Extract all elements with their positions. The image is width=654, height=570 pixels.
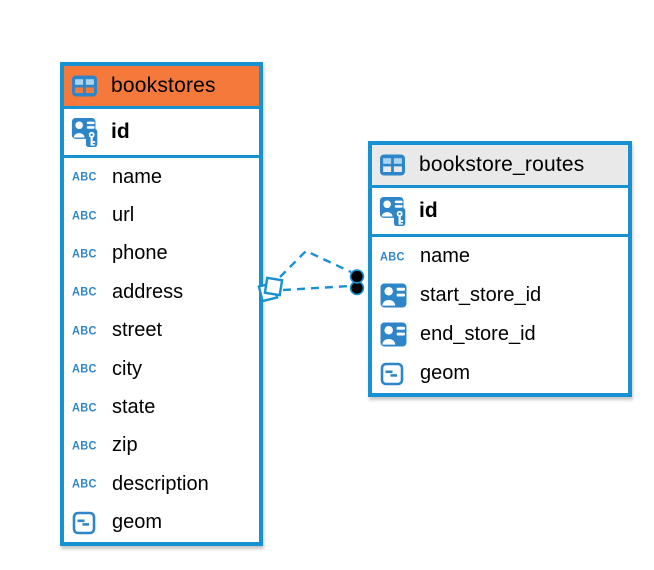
column-name: phone — [112, 242, 168, 265]
relationship-line-end-store[interactable] — [282, 284, 351, 292]
column-name: name — [112, 165, 163, 188]
relationship-diamond-marker-front[interactable] — [263, 276, 284, 297]
column-row-state[interactable]: ABC state — [64, 388, 259, 427]
column-row-description[interactable]: ABC description — [64, 465, 259, 504]
foreign-key-icon — [380, 283, 412, 308]
text-type-icon: ABC — [380, 249, 405, 264]
column-row-address[interactable]: ABC address — [64, 273, 259, 312]
column-name: street — [112, 319, 163, 342]
column-name: geom — [420, 362, 471, 384]
column-row-zip[interactable]: ABC zip — [64, 426, 259, 466]
text-type-icon: ABC — [72, 208, 97, 223]
column-name: address — [112, 280, 184, 303]
column-row-name[interactable]: ABC name — [372, 237, 628, 276]
text-type-icon: ABC — [72, 285, 97, 299]
column-row-city[interactable]: ABC city — [64, 349, 259, 389]
table-title: bookstore_routes — [419, 153, 585, 176]
column-row-start-store-id[interactable]: start_store_id — [372, 276, 628, 315]
column-name: description — [112, 472, 209, 495]
text-type-icon: ABC — [72, 324, 97, 338]
text-type-icon: ABC — [72, 247, 97, 261]
column-row-name[interactable]: ABC name — [64, 158, 259, 197]
column-name: geom — [112, 511, 163, 534]
table-bookstores[interactable]: bookstores id ABC name ABC url ABC phone… — [60, 62, 263, 546]
column-name: start_store_id — [420, 284, 542, 306]
column-name: name — [420, 245, 471, 267]
column-name: url — [112, 204, 135, 227]
table-bookstore-routes-header[interactable]: bookstore_routes — [372, 145, 628, 188]
column-row-id[interactable]: id — [64, 109, 259, 158]
column-name: city — [112, 357, 142, 380]
table-title: bookstores — [111, 74, 216, 97]
column-row-id[interactable]: id — [372, 188, 628, 237]
text-type-icon: ABC — [72, 362, 97, 376]
relationship-line-start-store[interactable] — [279, 249, 352, 278]
column-row-phone[interactable]: ABC phone — [64, 234, 259, 274]
relationship-dot-marker-upper[interactable] — [349, 269, 365, 284]
column-row-geom[interactable]: geom — [64, 503, 259, 542]
column-name: id — [419, 199, 438, 222]
text-type-icon: ABC — [72, 400, 97, 415]
relationship-dot-marker-lower[interactable] — [349, 280, 365, 296]
column-row-url[interactable]: ABC url — [64, 196, 259, 235]
geometry-type-icon — [380, 362, 412, 386]
column-name: id — [111, 120, 130, 143]
text-type-icon: ABC — [72, 170, 97, 184]
column-name: zip — [112, 434, 138, 457]
text-type-icon: ABC — [72, 439, 97, 453]
table-icon — [379, 154, 411, 176]
column-row-end-store-id[interactable]: end_store_id — [372, 315, 628, 354]
column-name: state — [112, 396, 156, 419]
table-icon — [71, 75, 103, 97]
column-row-street[interactable]: ABC street — [64, 311, 259, 350]
text-type-icon: ABC — [72, 477, 97, 491]
column-row-geom[interactable]: geom — [372, 354, 628, 393]
primary-key-icon — [379, 196, 411, 227]
table-bookstores-header[interactable]: bookstores — [64, 66, 259, 109]
geometry-type-icon — [72, 511, 104, 535]
primary-key-icon — [71, 117, 103, 148]
foreign-key-icon — [380, 322, 412, 347]
column-name: end_store_id — [420, 323, 536, 345]
table-bookstore-routes[interactable]: bookstore_routes id ABC name start_store… — [368, 141, 632, 397]
